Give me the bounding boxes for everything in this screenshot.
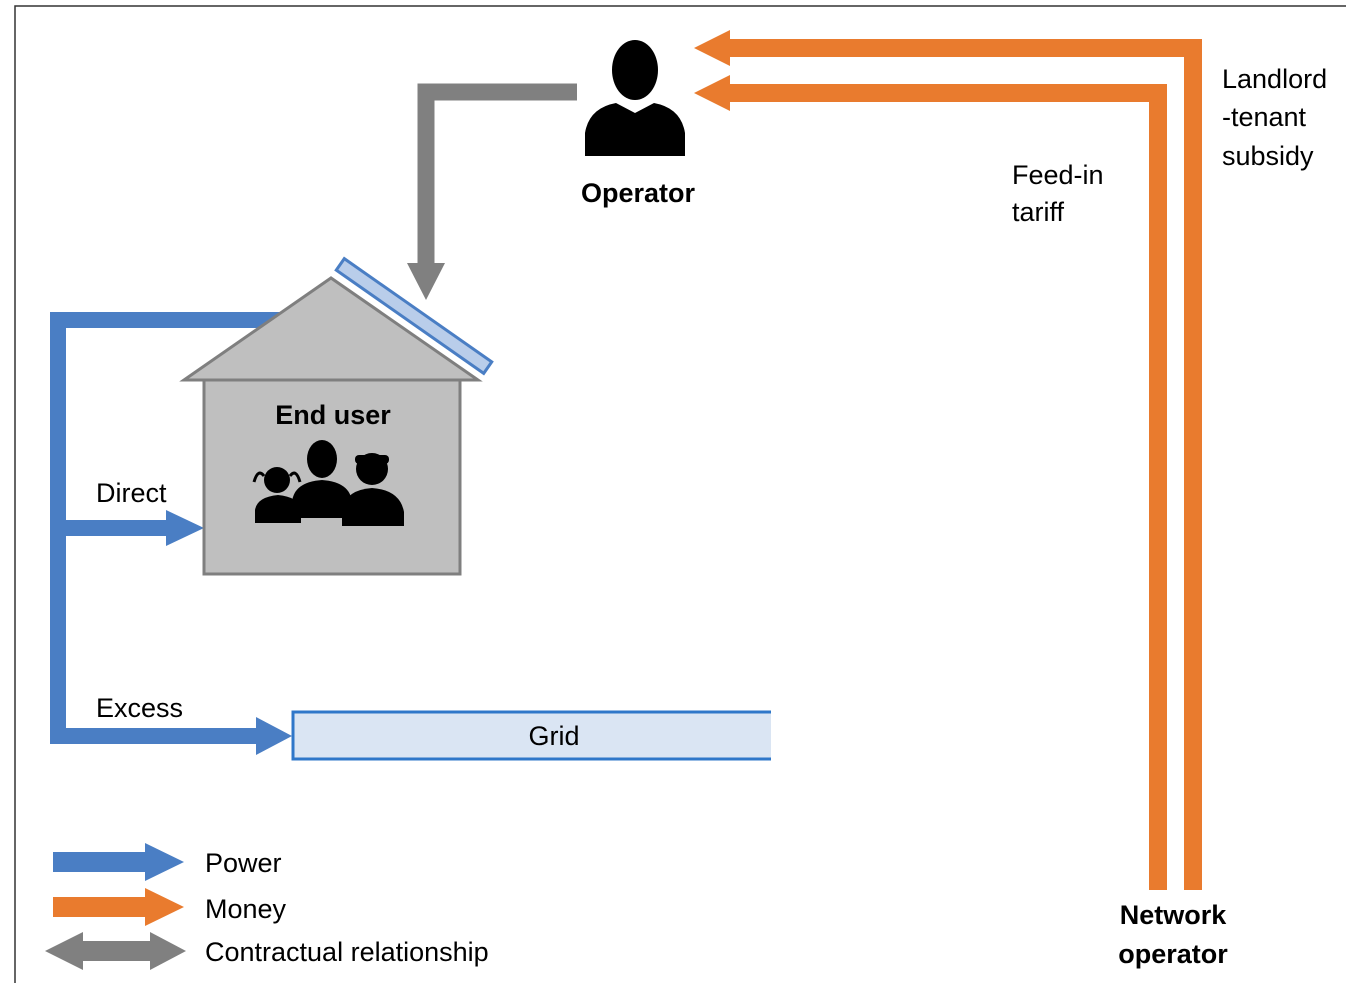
power-legend-arrow-shaft bbox=[53, 852, 148, 872]
family-icon bbox=[252, 440, 404, 526]
money-flows bbox=[694, 30, 1202, 890]
operator-to-end-user-contract bbox=[417, 83, 577, 268]
network-operator-label-line1: Network bbox=[1120, 900, 1228, 930]
money-legend-arrow-shaft bbox=[53, 897, 148, 917]
network-operator-label-line2: operator bbox=[1118, 939, 1228, 969]
grid-border bbox=[291, 710, 771, 761]
subsidy-label-line3: subsidy bbox=[1222, 141, 1314, 171]
legend-item-money: Money bbox=[53, 888, 287, 926]
feed-in-tariff-label-line2: tariff bbox=[1012, 197, 1065, 227]
money-legend-arrowhead bbox=[145, 888, 184, 926]
money-legend-label: Money bbox=[205, 894, 287, 924]
legend-item-power: Power bbox=[53, 843, 282, 881]
operator-label: Operator bbox=[581, 178, 696, 208]
feed-in-tariff-label-line1: Feed-in bbox=[1012, 160, 1104, 190]
contract-legend-arrow-shaft bbox=[80, 941, 154, 961]
power-legend-arrowhead bbox=[145, 843, 184, 881]
contract-legend-arrowhead-right bbox=[150, 932, 186, 970]
grid-label: Grid bbox=[528, 721, 579, 751]
power-legend-label: Power bbox=[205, 848, 282, 878]
landlord-tenant-subsidy-arrowhead bbox=[694, 30, 730, 66]
legend-item-contract: Contractual relationship bbox=[45, 932, 489, 970]
feed-in-tariff-flow bbox=[728, 84, 1167, 890]
operator-person-icon bbox=[585, 40, 685, 156]
excess-label: Excess bbox=[96, 693, 183, 723]
solar-panel bbox=[334, 256, 494, 376]
contract-flow bbox=[407, 83, 577, 300]
end-user-label: End user bbox=[275, 400, 391, 430]
legend: Power Money Contractual relationship bbox=[45, 843, 489, 970]
diagram-frame bbox=[14, 5, 1346, 983]
landlord-tenant-subsidy-flow bbox=[728, 39, 1202, 890]
house-roof bbox=[179, 276, 483, 382]
grid-box bbox=[293, 712, 771, 759]
contract-arrowhead bbox=[407, 263, 445, 300]
subsidy-label-line1: Landlord bbox=[1222, 64, 1327, 94]
power-flows bbox=[50, 312, 292, 755]
direct-label: Direct bbox=[96, 478, 167, 508]
house-body bbox=[202, 378, 462, 576]
operator-node: Operator bbox=[581, 40, 696, 208]
grid-node: Grid bbox=[291, 710, 771, 761]
direct-arrowhead bbox=[166, 510, 204, 546]
end-user-house: End user bbox=[179, 256, 494, 576]
feed-in-tariff-arrowhead bbox=[694, 75, 730, 111]
excess-arrowhead bbox=[256, 717, 292, 755]
subsidy-label-line2: -tenant bbox=[1222, 102, 1307, 132]
contract-legend-label: Contractual relationship bbox=[205, 937, 489, 967]
contract-legend-arrowhead-left bbox=[45, 932, 83, 970]
